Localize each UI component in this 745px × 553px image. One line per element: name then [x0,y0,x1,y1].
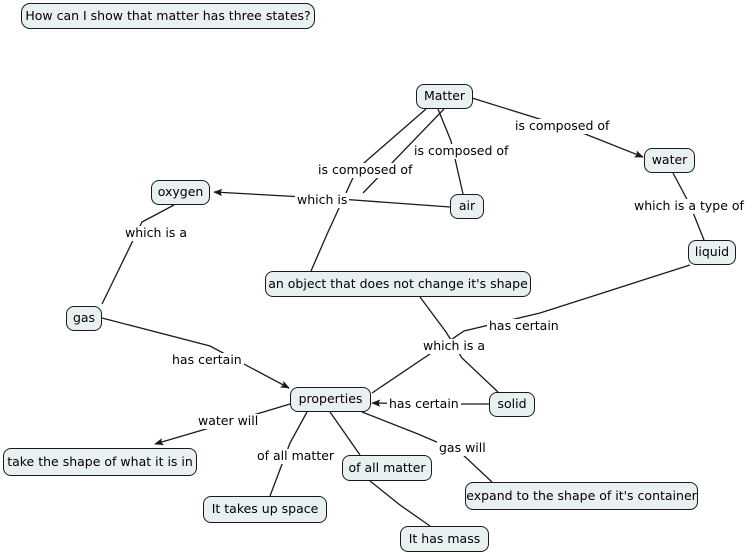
edge-ofallmatter-to-hasmass [369,480,431,527]
edge-matter-to-object [310,108,427,272]
concept-node-water[interactable]: water [644,148,695,173]
link-label-l4[interactable]: which is [295,192,350,208]
concept-node-gas[interactable]: gas [66,306,102,331]
link-label-l13[interactable]: gas will [437,440,488,456]
concept-node-liquid[interactable]: liquid [688,240,736,265]
link-label-l7[interactable]: has certain [487,318,561,334]
edge-matter-to-air [437,108,464,195]
link-label-l10[interactable]: has certain [387,396,461,412]
concept-node-takeshape[interactable]: take the shape of what it is in [3,448,197,476]
edge-matter-to-oxygen [362,108,445,194]
concept-node-air[interactable]: air [450,194,484,219]
focus-question-box[interactable]: How can I show that matter has three sta… [21,3,315,29]
concept-node-object[interactable]: an object that does not change it's shap… [265,271,531,297]
edge-oxygen-to-gas [101,204,175,305]
edge-properties-to-ofallmatter [329,411,361,456]
link-label-l1[interactable]: is composed of [513,118,612,134]
concept-node-expand[interactable]: expand to the shape of it's container [465,482,698,510]
edge-gas-to-properties [101,317,290,389]
concept-node-matter[interactable]: Matter [416,84,473,109]
concept-node-oxygen[interactable]: oxygen [151,180,210,205]
concept-node-solid[interactable]: solid [489,392,535,417]
link-label-l2[interactable]: is composed of [412,143,511,159]
concept-node-ofallmatter[interactable]: of all matter [342,455,432,481]
link-label-l6[interactable]: which is a [123,225,190,241]
link-label-l3[interactable]: is composed of [316,162,415,178]
concept-node-hasmass[interactable]: It has mass [400,526,489,552]
link-label-l11[interactable]: water will [196,413,261,429]
link-label-l5[interactable]: which is a type of [632,198,745,214]
link-label-l8[interactable]: which is a [421,338,488,354]
edge-properties-to-takesspace [269,411,308,497]
link-label-l9[interactable]: has certain [170,352,244,368]
concept-node-takesspace[interactable]: It takes up space [203,496,327,523]
link-label-l12[interactable]: of all matter [255,448,337,464]
concept-node-properties[interactable]: properties [290,387,371,412]
